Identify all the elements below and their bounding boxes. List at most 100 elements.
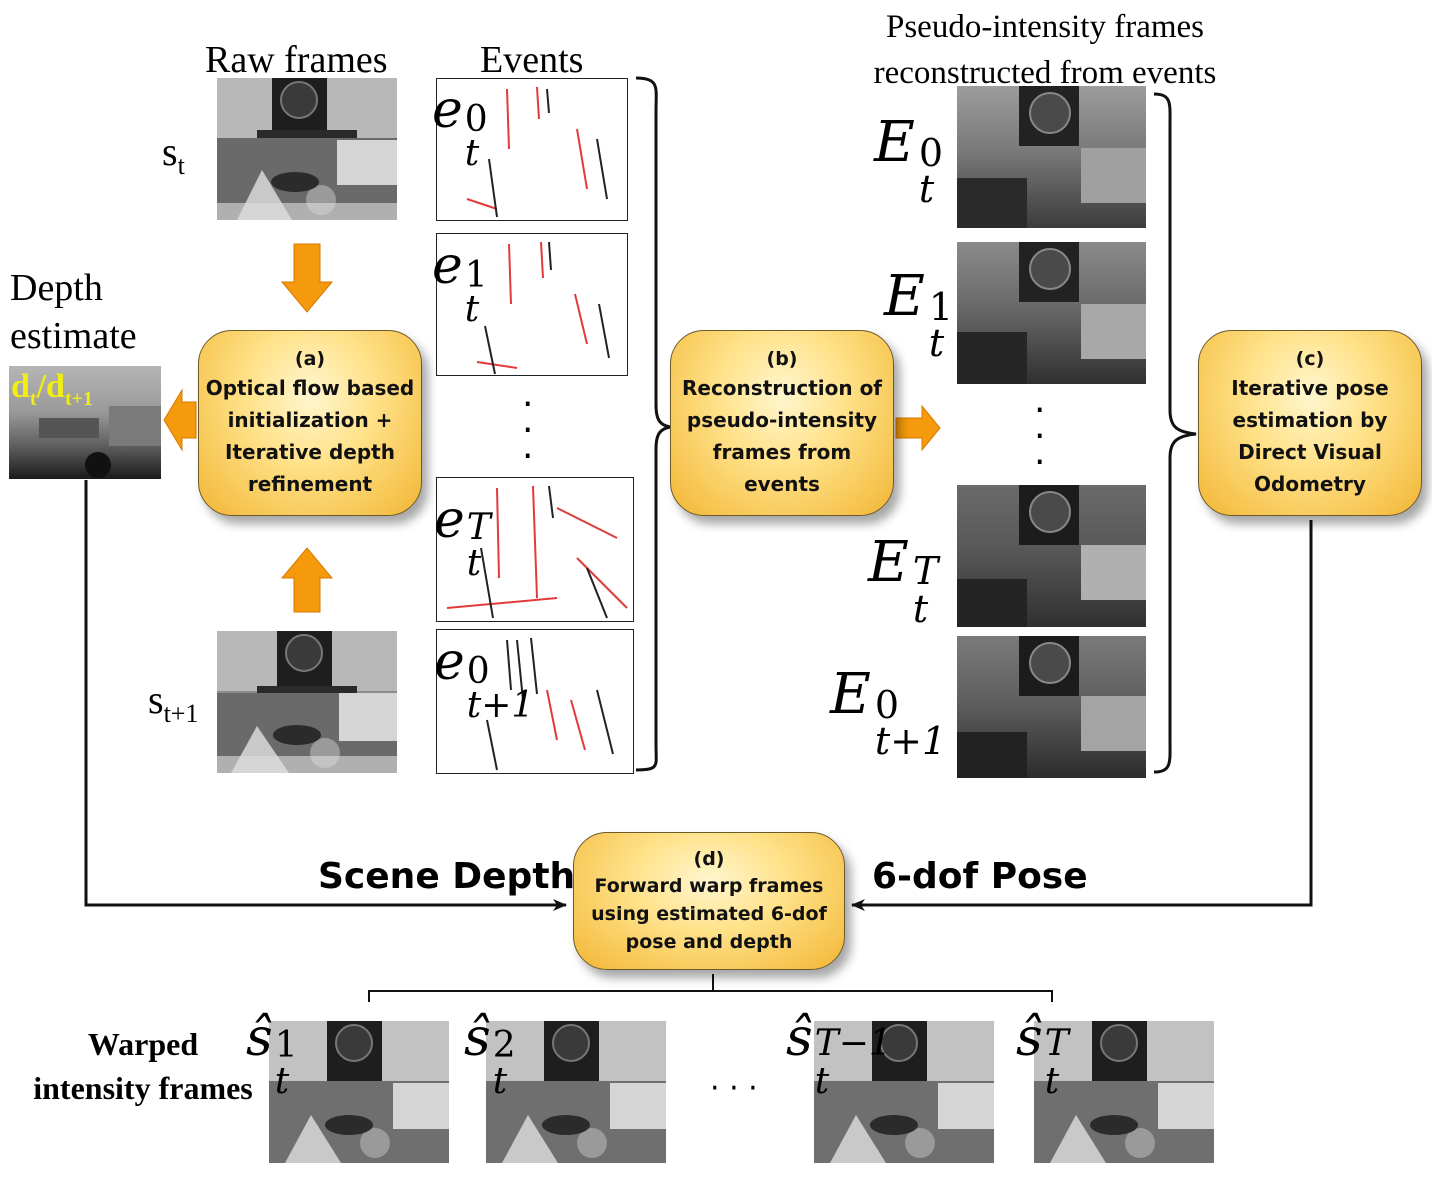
block-c-tag: (c): [1295, 348, 1325, 370]
block-c-line4: Odometry: [1254, 472, 1366, 496]
pseudo-label-next-sub: t+1: [874, 719, 947, 763]
pseudo-heading-line2: reconstructed from events: [873, 55, 1217, 91]
depth-heading-line1: Depth: [10, 267, 103, 309]
pseudo-label-T-sup: T: [912, 549, 939, 593]
event-pattern-1: [476, 241, 610, 375]
block-b-line2: pseudo-intensity: [686, 408, 878, 432]
depth-symbol-sub-t1: t+1: [64, 387, 94, 410]
block-b-line4: events: [744, 472, 820, 496]
warped-label-T-base: ŝ: [1016, 1008, 1043, 1068]
depth-heading-line2: estimate: [10, 315, 137, 357]
pseudo-label-1-sup: 1: [928, 285, 954, 329]
block-a-tag: (a): [294, 348, 326, 370]
pseudo-frame-0: [957, 86, 1146, 228]
block-c-line3: Direct Visual: [1238, 440, 1382, 464]
block-b-reconstruction: (b) Reconstruction of pseudo-intensity f…: [670, 330, 894, 516]
warped-label-2-base: ŝ: [464, 1008, 491, 1068]
block-d-forward-warp: (d) Forward warp frames using estimated …: [573, 832, 845, 970]
warped-heading: Warped intensity frames: [18, 1022, 268, 1110]
event-label-next-base: e: [434, 632, 465, 692]
block-b-line3: frames from: [712, 440, 852, 464]
warped-heading-line2: intensity frames: [33, 1070, 253, 1106]
event-label-1-base: e: [432, 236, 463, 296]
block-a-line1: Optical flow based: [205, 376, 415, 400]
warped-hdots: · · ·: [710, 1071, 758, 1106]
pose-label: 6-dof Pose: [872, 856, 1088, 897]
warped-label-T-1-base: ŝ: [786, 1008, 813, 1068]
block-d-line3: pose and depth: [625, 931, 793, 953]
pseudo-heading: Pseudo-intensity frames reconstructed fr…: [850, 4, 1240, 96]
warped-label-2-sub: t: [492, 1061, 508, 1102]
block-d-line2: using estimated 6-dof: [591, 903, 827, 925]
block-b-tag: (b): [766, 348, 798, 370]
event-frame-1: [436, 233, 628, 376]
warped-bracket: [368, 990, 1053, 1002]
depth-symbol-slash: /d: [36, 368, 65, 405]
events-brace: [635, 76, 671, 772]
block-d-tag: (d): [693, 848, 725, 870]
pseudo-brace: [1153, 92, 1197, 774]
s-t-sub: t: [177, 151, 185, 180]
pose-connector: [851, 520, 1313, 911]
warped-label-1-sup: 1: [274, 1025, 298, 1066]
pseudo-frame-1: [957, 242, 1146, 384]
pseudo-label-next-base: E: [830, 662, 871, 727]
s-t1-label: st+1: [148, 676, 198, 729]
event-label-1-sup: 1: [464, 255, 488, 296]
event-label-0-base: e: [432, 80, 463, 140]
scene-depth-connector: [84, 480, 567, 911]
block-a-depth-refinement: (a) Optical flow based initialization + …: [198, 330, 422, 516]
pseudo-vdots: · · ·: [1034, 390, 1046, 483]
pseudo-heading-line1: Pseudo-intensity frames: [885, 9, 1205, 45]
pseudo-frame-T: [957, 485, 1146, 627]
s-t1-sub: t+1: [163, 699, 199, 728]
event-frame-0: [436, 78, 628, 221]
warped-label-T-sup: T: [1044, 1023, 1069, 1064]
depth-heading: Depth estimate: [10, 264, 137, 360]
warped-frame-1: [269, 1021, 449, 1163]
warped-label-1-base: ŝ: [246, 1008, 273, 1068]
arrow-right-from-b: [895, 404, 941, 452]
warped-frame-T-1: [814, 1021, 994, 1163]
warped-label-T-1-sub: t: [814, 1061, 830, 1102]
block-c-line1: Iterative pose: [1231, 376, 1389, 400]
raw-frame-t1: [217, 631, 397, 773]
pseudo-frame-next: [957, 636, 1146, 778]
block-c-pose-estimation: (c) Iterative pose estimation by Direct …: [1198, 330, 1422, 516]
event-label-0-sup: 0: [464, 99, 488, 140]
pseudo-label-0-sup: 0: [918, 131, 944, 175]
depth-symbol-base: d: [11, 368, 30, 405]
block-c-line2: estimation by: [1232, 408, 1388, 432]
block-b-line1: Reconstruction of: [681, 376, 883, 400]
event-label-T-base: e: [434, 490, 465, 550]
event-pattern-next: [486, 637, 614, 771]
arrow-left-to-depth: [163, 388, 197, 452]
raw-frame-t: [217, 78, 397, 220]
event-label-0-sub: t: [464, 133, 480, 174]
s-t1-base: s: [148, 677, 164, 722]
depth-symbol-sub: t: [29, 387, 37, 410]
arrow-up-to-a: [280, 547, 334, 613]
pseudo-label-1-base: E: [884, 264, 925, 329]
pseudo-label-T-base: E: [868, 530, 909, 595]
pseudo-label-next-sup: 0: [874, 683, 900, 727]
pseudo-label-0-sub: t: [918, 167, 935, 211]
warped-frame-2: [486, 1021, 666, 1163]
warped-label-1-sub: t: [274, 1061, 290, 1102]
block-a-line4: refinement: [247, 472, 373, 496]
s-t-base: s: [162, 129, 178, 174]
s-t-label: st: [162, 128, 185, 181]
block-a-line3: Iterative depth: [225, 440, 395, 464]
event-pattern-T: [446, 485, 628, 619]
raw-frames-heading: Raw frames: [205, 39, 388, 81]
pseudo-label-T-sub: t: [912, 587, 929, 631]
event-pattern-0: [466, 86, 608, 218]
